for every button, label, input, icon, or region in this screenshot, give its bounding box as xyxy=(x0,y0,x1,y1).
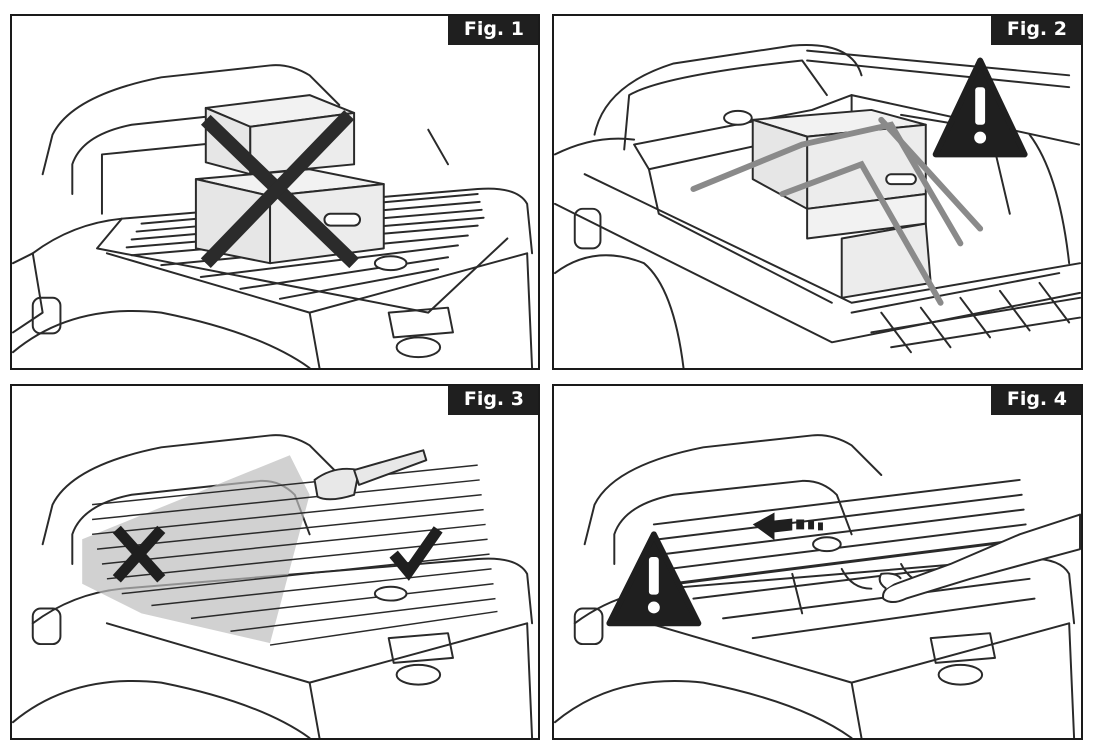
figure-panel-4: Fig. 4 xyxy=(552,384,1083,740)
cross-icon xyxy=(112,525,166,583)
warning-icon xyxy=(606,531,702,627)
figure-panel-3: Fig. 3 xyxy=(10,384,540,740)
check-icon xyxy=(389,526,443,581)
figure-panel-2: Fig. 2 xyxy=(552,14,1083,370)
figure-label: Fig. 2 xyxy=(990,16,1081,45)
push-arrow-icon xyxy=(752,512,823,541)
truck-cleaning-illustration xyxy=(12,434,534,738)
truck-boxes-illustration xyxy=(12,64,534,368)
figure-label: Fig. 3 xyxy=(447,386,538,415)
truck-closing-cover-illustration xyxy=(554,434,1081,738)
warning-icon xyxy=(932,57,1028,158)
figure-label: Fig. 1 xyxy=(447,16,538,45)
figure-label: Fig. 4 xyxy=(990,386,1081,415)
figure-panel-1: Fig. 1 xyxy=(10,14,540,370)
truck-strapped-cargo-illustration xyxy=(554,44,1081,368)
